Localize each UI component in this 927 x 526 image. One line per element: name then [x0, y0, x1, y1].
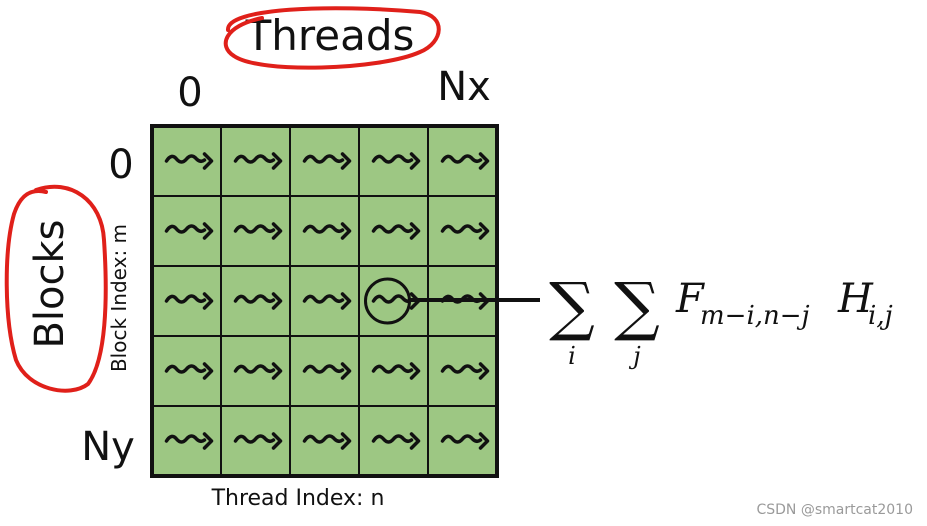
x-end-label: Nx	[437, 64, 491, 110]
squiggly-arrow-icon	[371, 362, 421, 380]
squiggly-arrow-icon	[371, 152, 421, 170]
threads-red-circle	[223, 6, 441, 70]
y-start-label: 0	[108, 142, 133, 188]
thread-index-label: Thread Index: n	[211, 486, 385, 511]
summation-formula: ∑ i ∑ j F m−i,n−j H i,j	[549, 270, 893, 370]
y-end-label: Ny	[81, 424, 135, 470]
squiggly-arrow-icon	[164, 432, 214, 450]
squiggly-arrow-icon	[233, 222, 283, 240]
sigma-j-icon: ∑	[614, 270, 660, 344]
squiggly-arrow-icon	[164, 292, 214, 310]
squiggly-arrow-icon	[233, 152, 283, 170]
blocks-red-circle	[4, 184, 108, 393]
h-subscript: i,j	[868, 301, 893, 331]
sum-index-j: j	[628, 342, 641, 370]
f-symbol: F	[675, 276, 705, 322]
thread-block-grid	[150, 124, 499, 478]
squiggly-arrow-icon	[233, 432, 283, 450]
f-subscript: m−i,n−j	[700, 301, 810, 331]
threads-title: Threads	[245, 11, 415, 60]
h-symbol: H	[837, 276, 874, 322]
x-start-label: 0	[177, 70, 202, 116]
squiggly-arrow-icon	[164, 362, 214, 380]
squiggly-arrow-icon	[440, 362, 490, 380]
squiggly-arrow-icon	[371, 222, 421, 240]
blocks-title: Blocks	[27, 219, 73, 348]
squiggly-arrow-icon	[371, 432, 421, 450]
squiggly-arrow-icon	[302, 222, 352, 240]
sigma-i-icon: ∑	[549, 270, 595, 344]
squiggly-arrow-icon	[164, 152, 214, 170]
highlight-circle-icon	[364, 277, 411, 325]
sum-index-i: i	[568, 342, 576, 370]
watermark: CSDN @smartcat2010	[756, 502, 913, 518]
squiggly-arrow-icon	[302, 362, 352, 380]
squiggly-arrow-icon	[164, 222, 214, 240]
squiggly-arrow-icon	[302, 152, 352, 170]
squiggly-arrow-icon	[302, 292, 352, 310]
squiggly-arrow-icon	[233, 292, 283, 310]
squiggly-arrow-icon	[233, 362, 283, 380]
squiggly-arrow-icon	[440, 432, 490, 450]
squiggly-arrow-icon	[440, 222, 490, 240]
squiggly-arrow-icon	[440, 152, 490, 170]
block-index-label: Block Index: m	[107, 224, 131, 372]
squiggly-arrow-icon	[302, 432, 352, 450]
